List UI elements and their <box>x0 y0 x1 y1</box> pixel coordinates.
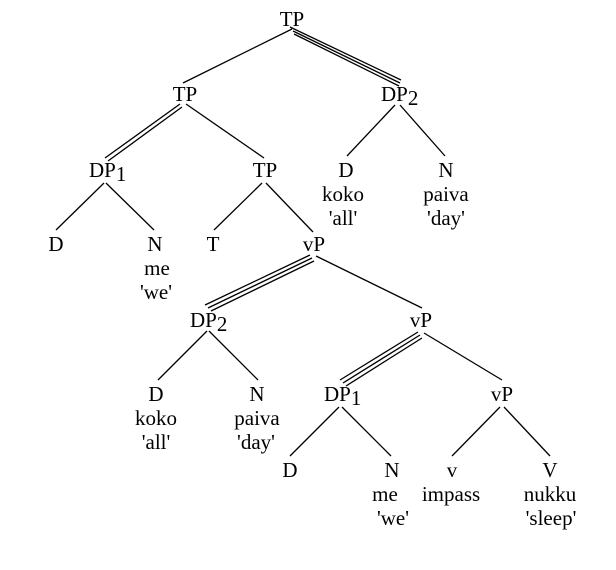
word-impass: impass <box>422 482 480 506</box>
word-paiva-lower: paiva <box>234 406 280 430</box>
branch-tp-inner-to-t <box>213 182 263 231</box>
node-n-top: N <box>438 158 453 182</box>
branch-dp1-top-to-n <box>105 182 155 231</box>
gloss-sleep: 'sleep' <box>526 506 577 530</box>
branch-vp-upper-to-vp-mid <box>315 255 423 309</box>
node-d-top: D <box>338 158 353 182</box>
node-n-dp1-top: N <box>147 232 162 256</box>
word-nukku: nukku <box>524 482 577 506</box>
node-dp1-lower: DP1 <box>324 382 361 410</box>
gloss-day-lower: 'day' <box>237 430 275 454</box>
gloss-all-top: 'all' <box>329 206 358 230</box>
gloss-we-lower: 'we' <box>377 506 409 530</box>
gloss-all-lower: 'all' <box>142 430 171 454</box>
node-dp1-top: DP1 <box>89 158 126 186</box>
branch-tp-to-dp2-top-double <box>289 26 402 87</box>
branch-vp-low-to-v-verb <box>503 406 551 457</box>
branch-vp-low-to-v-head <box>451 406 501 457</box>
word-me-lower: me <box>372 482 398 506</box>
node-tp-left: TP <box>173 82 198 106</box>
branch-dp2-lower-to-n <box>208 330 259 381</box>
word-paiva-top: paiva <box>423 182 469 206</box>
node-vp-upper: vP <box>303 232 325 256</box>
tree-branches <box>55 26 551 457</box>
branch-tp-inner-to-vp <box>265 182 314 233</box>
branch-dp1-top-to-d <box>55 182 105 231</box>
node-vp-mid: vP <box>410 308 432 332</box>
node-d-dp1-top: D <box>48 232 63 256</box>
node-dp2-top: DP2 <box>381 82 418 110</box>
branch-tp-to-dp1-top-double <box>104 103 183 162</box>
branch-dp1-lower-to-d <box>289 406 340 457</box>
tree-nodes: TP TP DP2 DP1 TP D koko 'all' N paiva 'd… <box>48 7 576 530</box>
branch-dp2-top-to-d <box>346 104 396 157</box>
word-koko-lower: koko <box>135 406 177 430</box>
branch-vp-upper-to-dp2-lower-double <box>204 254 315 312</box>
branch-dp1-lower-to-n <box>341 406 392 457</box>
gloss-we-top: 'we' <box>140 280 172 304</box>
node-d-lower: D <box>148 382 163 406</box>
node-n-lower: N <box>249 382 264 406</box>
node-tp-root: TP <box>280 7 305 31</box>
branch-vp-mid-to-dp1-lower-double <box>339 331 423 387</box>
node-dp2-lower: DP2 <box>190 308 227 336</box>
node-vp-low: vP <box>491 382 513 406</box>
node-v-head: v <box>447 458 458 482</box>
gloss-day-top: 'day' <box>427 206 465 230</box>
word-me-top: me <box>144 256 170 280</box>
word-koko-top: koko <box>322 182 364 206</box>
branch-tp-to-tp-left <box>182 28 293 84</box>
node-v-verb: V <box>542 458 557 482</box>
branch-dp2-top-to-n <box>399 104 446 157</box>
node-d-dp1-lower: D <box>282 458 297 482</box>
node-n-dp1-lower: N <box>384 458 399 482</box>
branch-dp2-lower-to-d <box>157 330 208 381</box>
node-t-head: T <box>207 232 220 256</box>
branch-tp-to-tp-inner <box>185 103 265 159</box>
node-tp-inner: TP <box>253 158 278 182</box>
branch-vp-mid-to-vp-low <box>423 332 503 381</box>
